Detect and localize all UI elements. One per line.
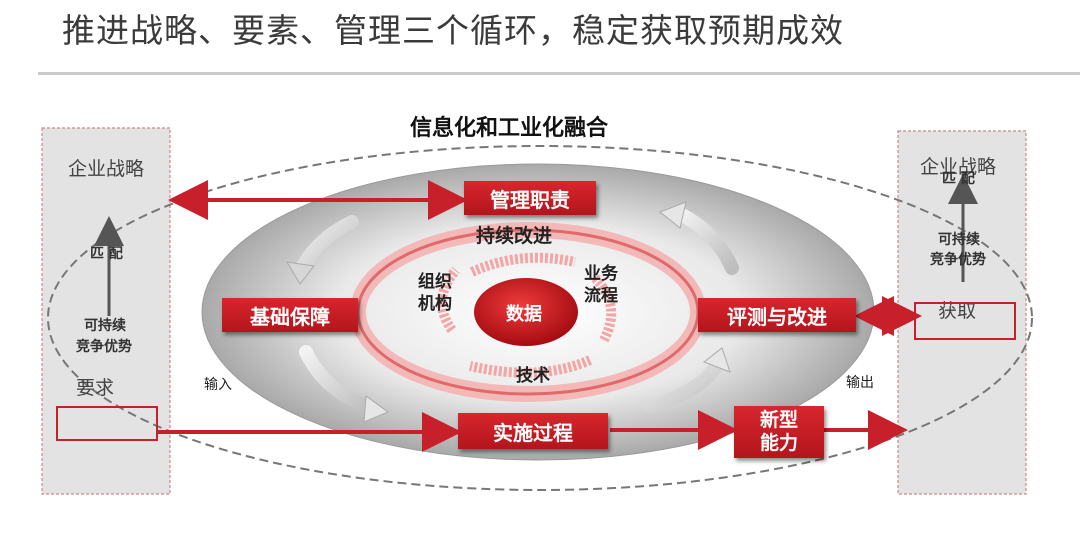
- business-process-line1: 业务: [584, 264, 618, 285]
- management-responsibility-box: 管理职责: [464, 181, 596, 215]
- implementation-process-box: 实施过程: [458, 413, 608, 449]
- data-label: 数据: [506, 300, 542, 326]
- left-advantage-line2: 竞争优势: [76, 336, 132, 356]
- new-capability-line2: 能力: [760, 432, 798, 455]
- left-match-label: 匹 配: [90, 243, 123, 263]
- acquire-box: [914, 302, 1016, 340]
- new-capability-line1: 新型: [760, 409, 798, 432]
- requirement-box: [56, 406, 158, 441]
- evaluation-improvement-box: 评测与改进: [698, 298, 856, 332]
- technology-label: 技术: [516, 366, 550, 387]
- right-match-label: 匹 配: [942, 168, 975, 188]
- right-advantage-line1: 可持续: [938, 229, 980, 249]
- left-strategy-label: 企业战略: [68, 154, 144, 181]
- new-capability-box: 新型 能力: [734, 406, 824, 458]
- left-advantage-line1: 可持续: [84, 315, 126, 335]
- input-label: 输入: [204, 374, 232, 394]
- continuous-improvement-label: 持续改进: [476, 226, 552, 247]
- output-label: 输出: [846, 372, 874, 392]
- right-advantage-line2: 竞争优势: [930, 249, 986, 269]
- foundation-box: 基础保障: [222, 298, 358, 332]
- requirement-label: 要求: [76, 373, 114, 400]
- integration-title: 信息化和工业化融合: [410, 110, 608, 142]
- organization-line2: 机构: [418, 294, 452, 315]
- business-process-line2: 流程: [584, 286, 618, 307]
- organization-line1: 组织: [418, 272, 452, 293]
